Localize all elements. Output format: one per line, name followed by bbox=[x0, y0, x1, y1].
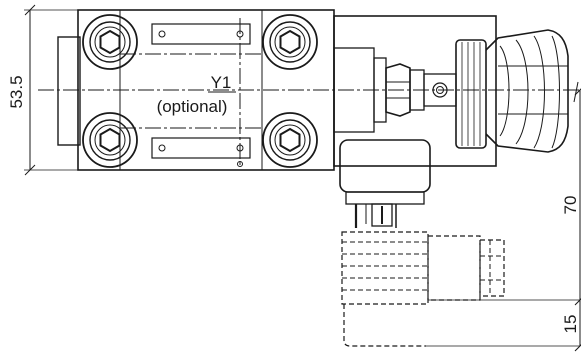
dashed-plug-outline bbox=[341, 231, 505, 347]
small-hole bbox=[237, 161, 243, 167]
height-dimension: 53.5 bbox=[7, 4, 95, 176]
manual-override-knob-icon bbox=[455, 29, 569, 153]
bottom-slot bbox=[151, 137, 251, 159]
solenoid-connector-icon bbox=[339, 139, 431, 228]
top-slot bbox=[151, 23, 251, 45]
solenoid-housing bbox=[333, 15, 497, 167]
connector-extra-dimension-label: 15 bbox=[561, 315, 580, 334]
center-tick bbox=[573, 81, 579, 103]
hex-socket-bolt-icon bbox=[262, 112, 318, 168]
right-dimensions: 70 15 bbox=[426, 88, 581, 352]
hex-socket-bolt-icon bbox=[82, 14, 138, 70]
hex-socket-bolt-icon bbox=[82, 112, 138, 168]
hex-socket-bolt-icon bbox=[262, 14, 318, 70]
connector-offset-dimension-label: 70 bbox=[561, 196, 580, 215]
port-note-label: (optional) bbox=[157, 97, 228, 116]
port-label: Y1 bbox=[211, 73, 232, 92]
left-port-stub bbox=[57, 36, 81, 146]
height-dimension-label: 53.5 bbox=[7, 75, 26, 108]
